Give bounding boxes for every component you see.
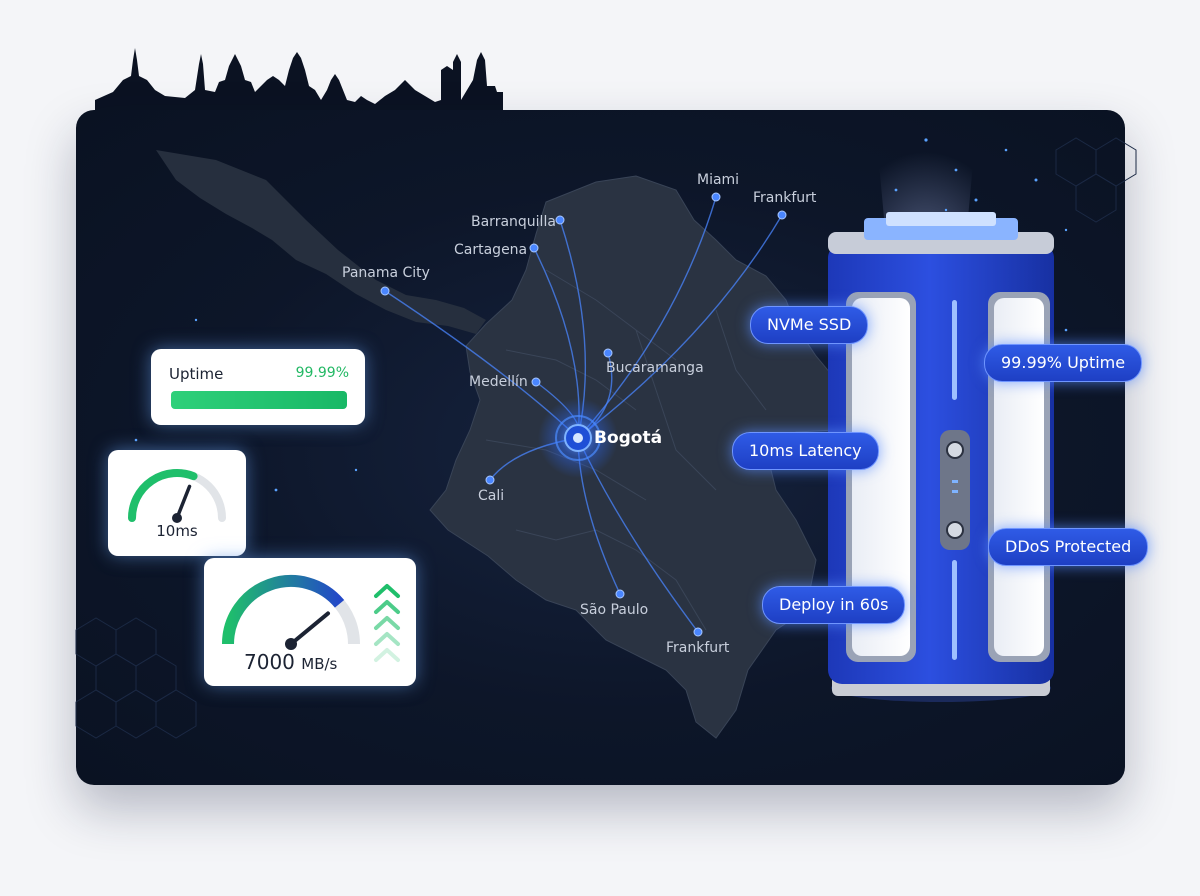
city-dot: [555, 215, 565, 225]
speed-card: 7000 MB/s: [204, 558, 416, 686]
gauge-icon: [128, 469, 226, 523]
city-dot: [603, 348, 613, 358]
hub-label: Bogotá: [594, 428, 663, 448]
route-line: [577, 214, 783, 439]
hex-pattern: [75, 137, 1137, 739]
hub-marker: [538, 398, 618, 478]
city-label-frankfurt-north: Frankfurt: [753, 190, 817, 206]
city-dot: [693, 627, 703, 637]
city-label-frankfurt-south: Frankfurt: [666, 640, 730, 656]
city-dot: [711, 192, 721, 202]
city-label-cartagena: Cartagena: [454, 242, 528, 258]
city-dots: [380, 192, 787, 637]
main-panel: Miami Frankfurt Barranquilla Cartagena P…: [75, 110, 1149, 785]
city-dot: [531, 377, 541, 387]
speed-value: 7000 MB/s: [244, 650, 337, 674]
city-dot: [485, 475, 495, 485]
feature-ddos-protected: DDoS Protected: [988, 528, 1149, 566]
country-shape: [429, 175, 847, 739]
particle-dots: [134, 138, 1068, 492]
city-dot: [777, 210, 787, 220]
latency-value: 10ms: [156, 522, 198, 540]
feature-deploy: Deploy in 60s: [762, 586, 906, 624]
city-dot: [380, 286, 390, 296]
speed-unit: MB/s: [301, 655, 338, 673]
feature-uptime: 99.99% Uptime: [984, 344, 1143, 382]
uptime-title: Uptime: [169, 365, 224, 383]
latency-card: 10ms: [108, 450, 246, 556]
city-label-cali: Cali: [478, 488, 505, 504]
city-skyline-icon: [95, 48, 503, 120]
city-label-medellin: Medellín: [469, 374, 528, 390]
city-label-barranquilla: Barranquilla: [471, 214, 556, 230]
speed-number: 7000: [244, 650, 295, 674]
uptime-progress-fill: [171, 391, 347, 409]
feature-latency: 10ms Latency: [732, 432, 879, 470]
city-label-bucaramanga: Bucaramanga: [606, 360, 704, 376]
city-dot: [529, 243, 539, 253]
uptime-value: 99.99%: [295, 365, 349, 381]
chevrons-up-icon: [374, 584, 400, 662]
city-label-panama-city: Panama City: [342, 265, 430, 281]
uptime-progress-bar: [171, 391, 347, 409]
uptime-card: Uptime 99.99%: [151, 349, 365, 425]
gauge-icon: [222, 575, 360, 650]
central-america-shape: [156, 150, 486, 334]
feature-nvme-ssd: NVMe SSD: [750, 306, 869, 344]
city-label-miami: Miami: [697, 172, 740, 188]
city-dot: [615, 589, 625, 599]
city-label-sao-paulo: São Paulo: [580, 602, 649, 618]
